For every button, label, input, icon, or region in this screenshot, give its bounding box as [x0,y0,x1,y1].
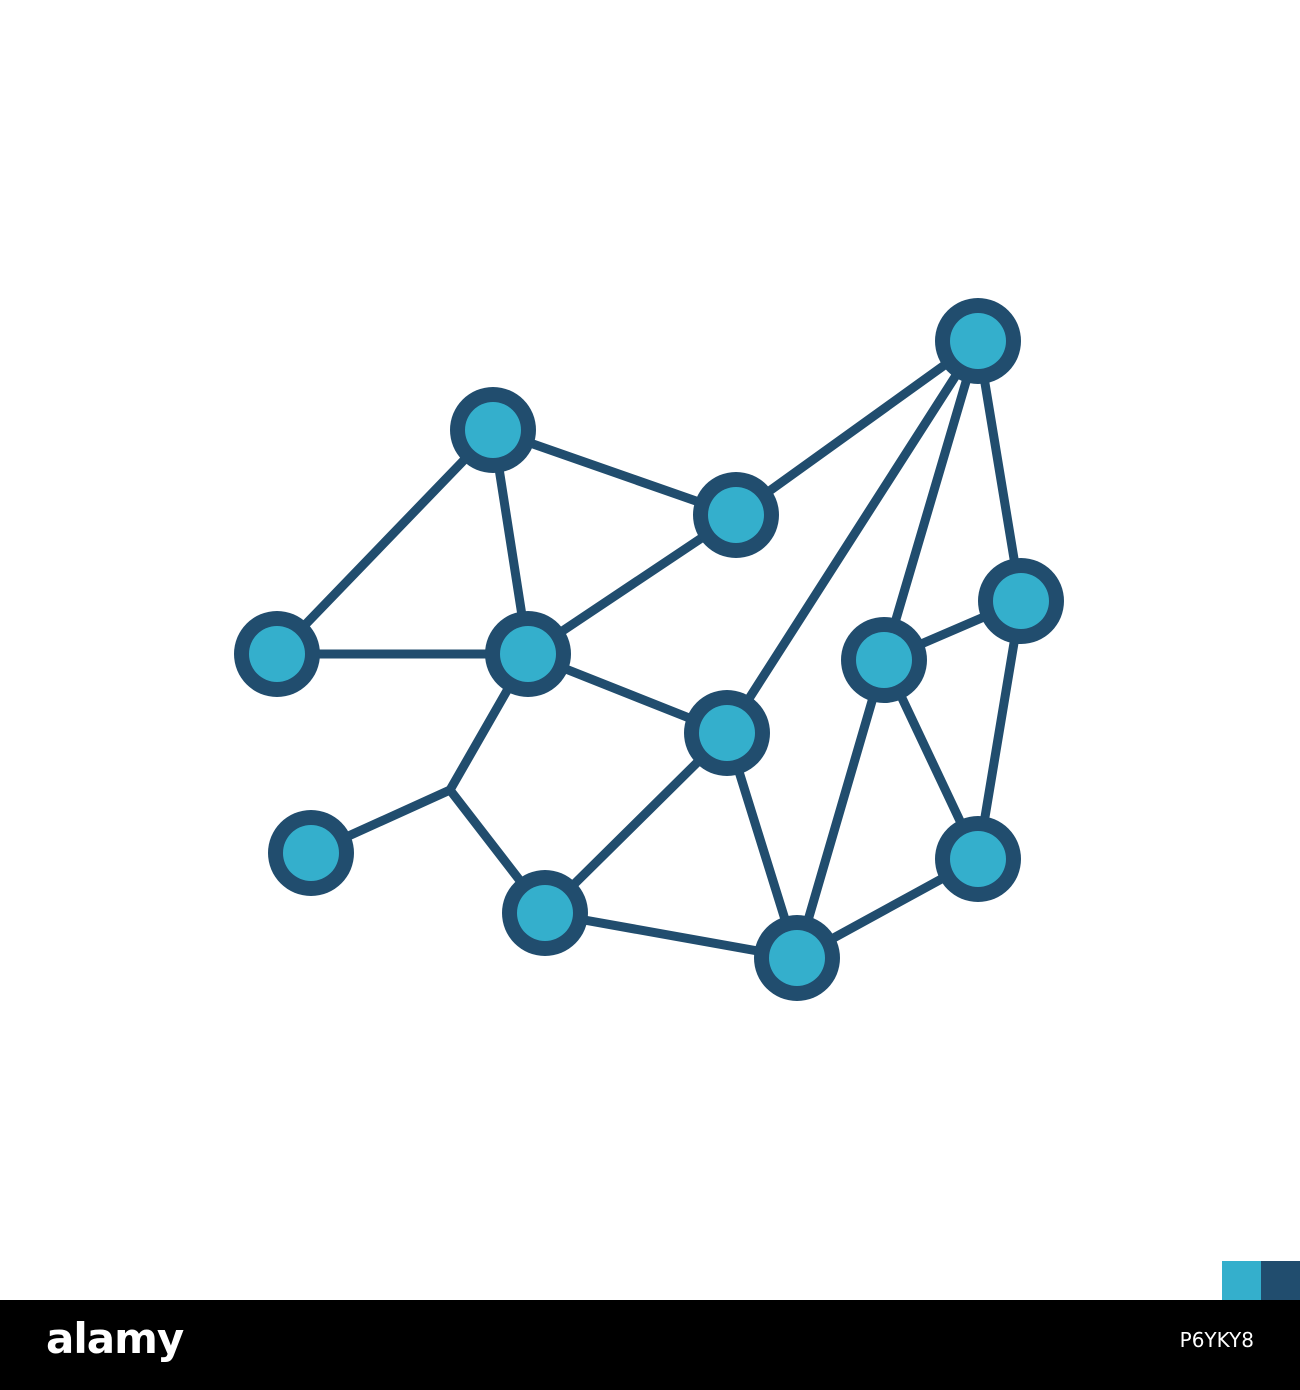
network-node [502,870,588,956]
color-swatches [1222,1261,1300,1300]
network-node [754,915,840,1001]
network-graph-icon [234,298,1064,1001]
brand-logo: alamy [46,1314,184,1363]
network-node [841,617,927,703]
network-edge [973,596,1026,864]
network-edge [792,655,889,963]
network-edge [722,336,983,738]
network-edge [973,336,1026,606]
network-node [935,816,1021,902]
network-node [978,558,1064,644]
image-id: P6YKY8 [1179,1328,1254,1352]
network-node [268,810,354,896]
illustration-canvas [234,298,1300,1300]
network-edge [731,336,983,520]
network-node [450,387,536,473]
network-node [693,472,779,558]
network-edge [879,336,983,665]
swatch-light [1222,1261,1261,1300]
network-nodes [234,298,1064,1001]
network-node [485,611,571,697]
network-node [935,298,1021,384]
swatch-dark [1261,1261,1300,1300]
footer-bar: alamy P6YKY8 [0,1300,1300,1390]
network-edge [272,425,498,659]
network-node [234,611,320,697]
network-node [684,690,770,776]
